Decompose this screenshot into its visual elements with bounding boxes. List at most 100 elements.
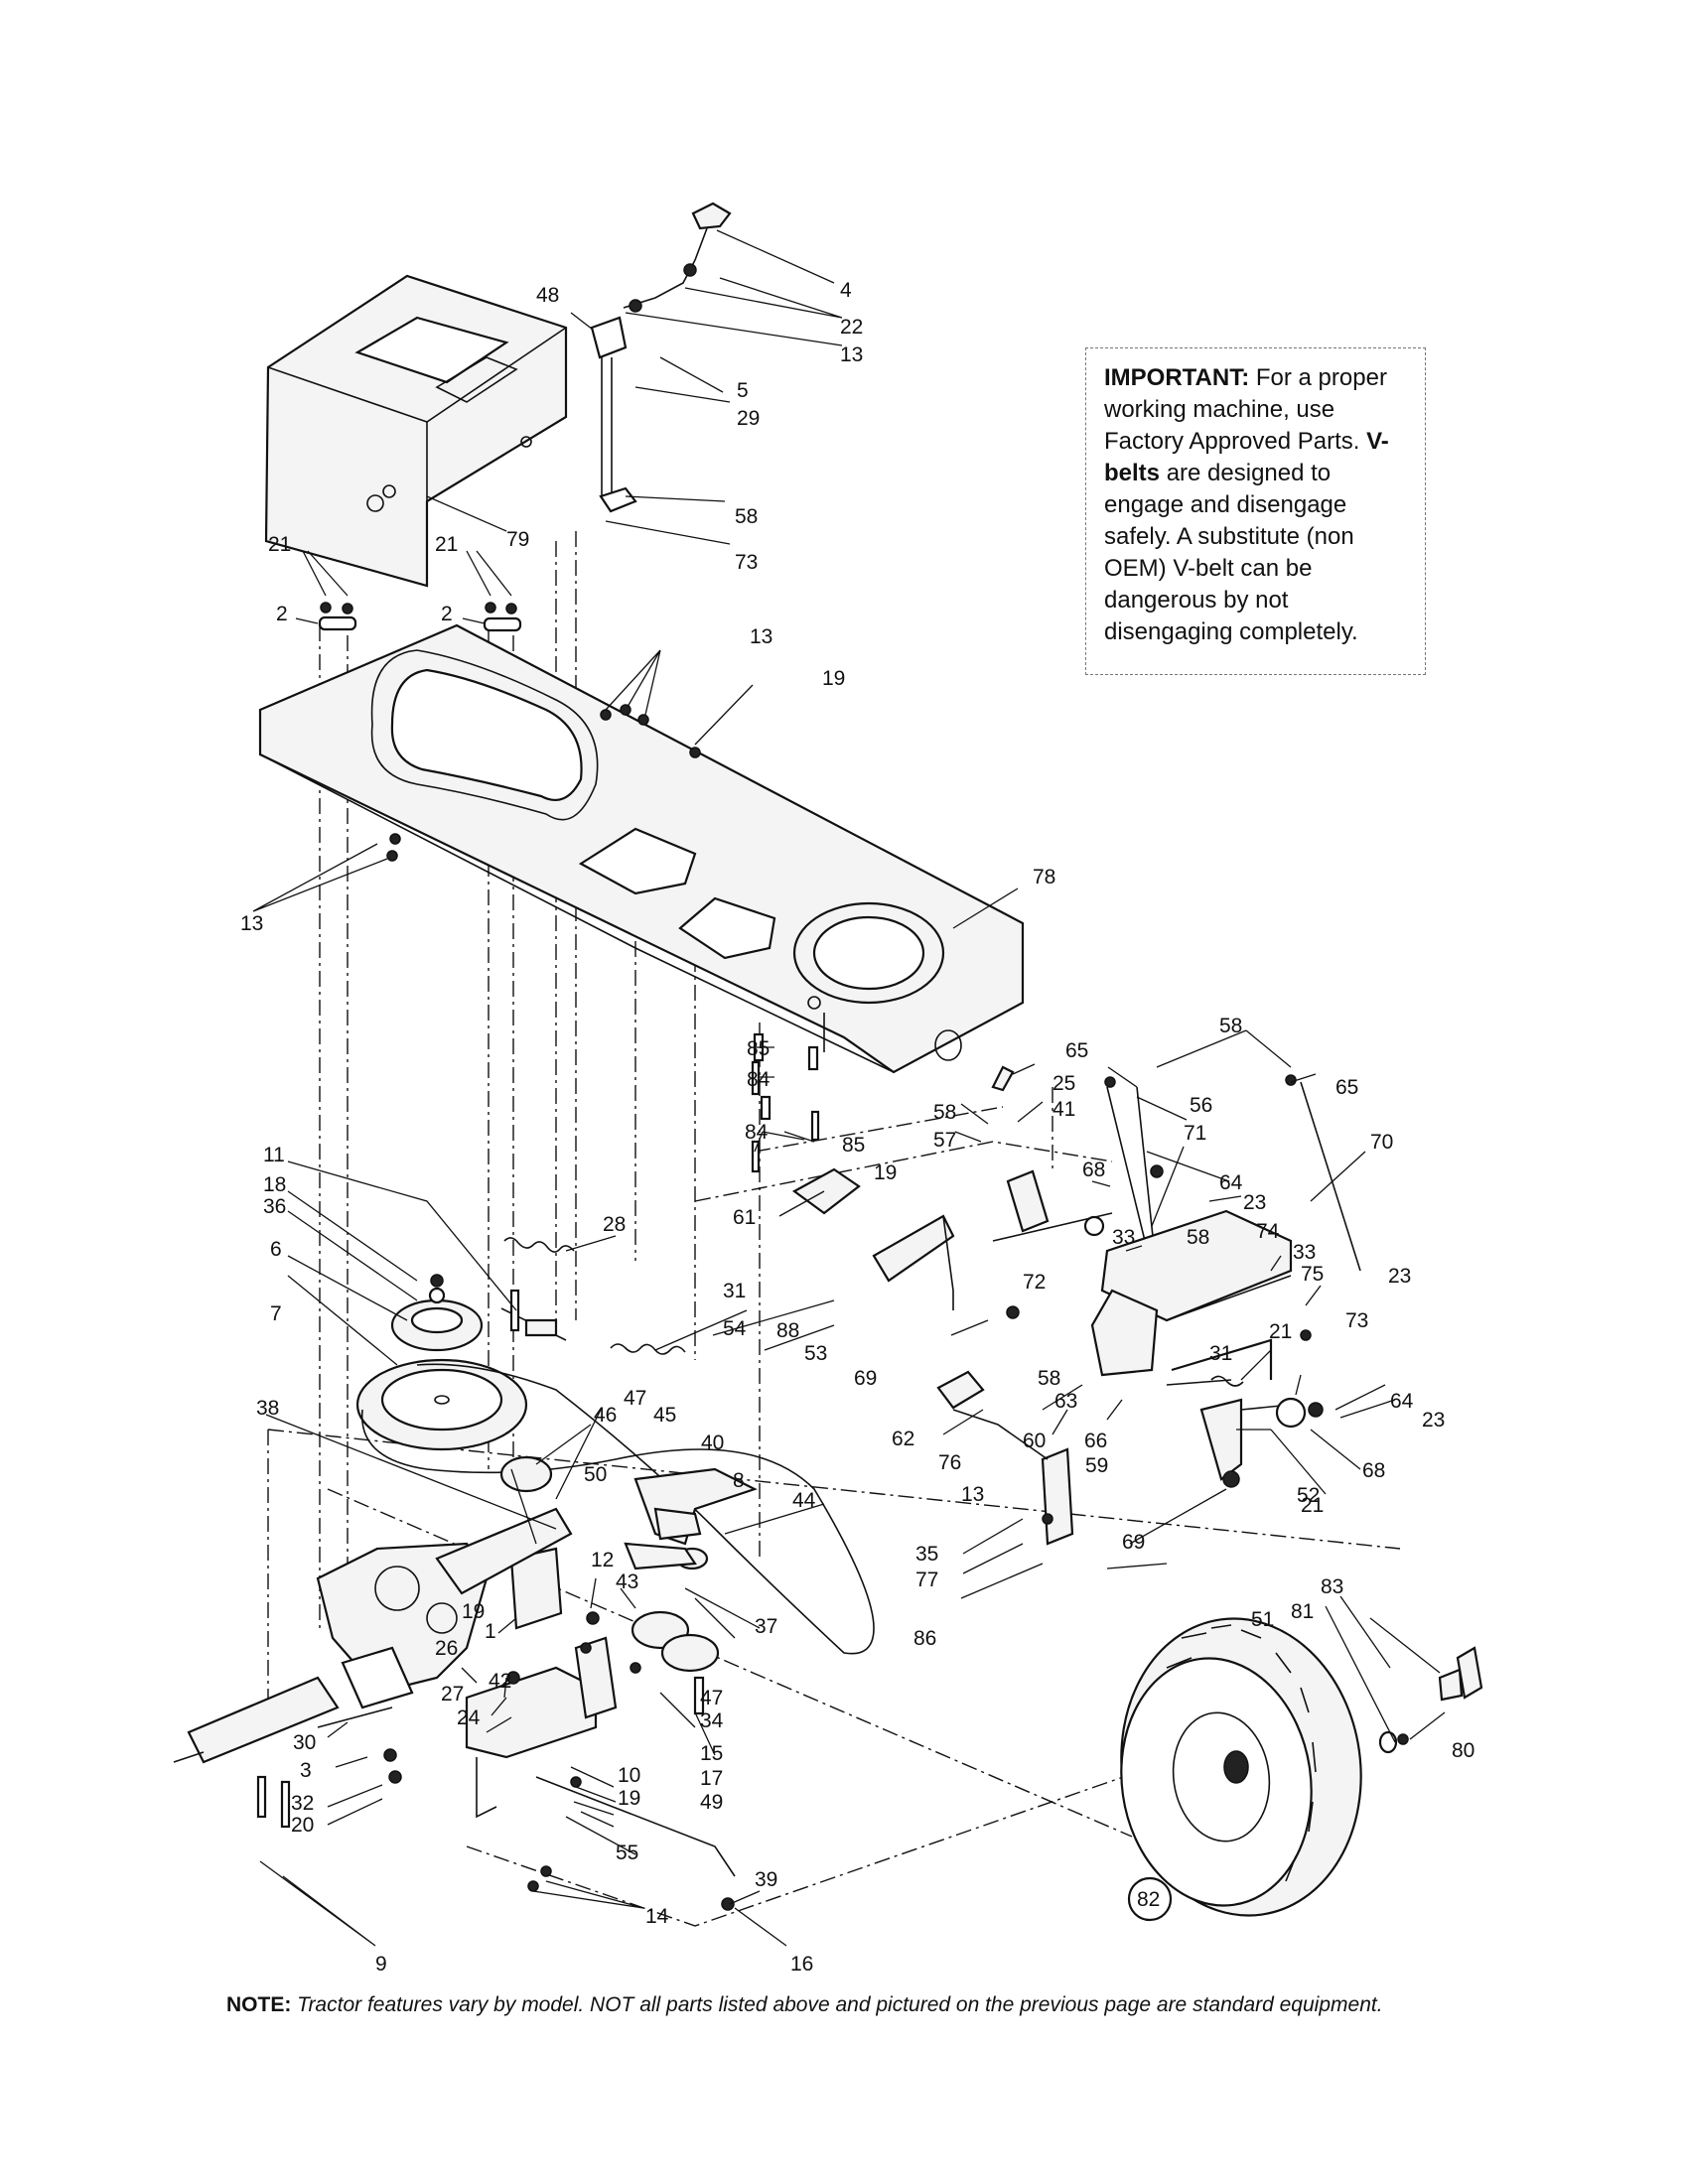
callout-13: 13: [240, 912, 263, 935]
callout-47: 47: [624, 1387, 646, 1410]
callout-11: 11: [263, 1144, 285, 1166]
callout-23: 23: [1388, 1265, 1411, 1288]
callout-84: 84: [745, 1121, 769, 1144]
callout-68: 68: [1362, 1459, 1385, 1482]
pulleys-belt: [355, 1274, 875, 1715]
callout-66: 66: [1084, 1430, 1107, 1452]
callout-55: 55: [616, 1842, 638, 1864]
note-label: NOTE:: [226, 1993, 292, 2016]
callout-75: 75: [1301, 1263, 1324, 1286]
callout-71: 71: [1184, 1122, 1206, 1145]
callout-57: 57: [933, 1129, 956, 1152]
callout-85: 85: [747, 1037, 770, 1060]
callout-45: 45: [653, 1404, 676, 1427]
callout-73: 73: [735, 551, 758, 574]
callout-2: 2: [276, 603, 288, 625]
callout-40: 40: [701, 1432, 724, 1454]
callout-60: 60: [1023, 1430, 1046, 1452]
callout-88: 88: [776, 1319, 799, 1342]
callout-53: 53: [804, 1342, 827, 1365]
callout-13: 13: [750, 625, 772, 648]
note-text: Tractor features vary by model. NOT all …: [297, 1993, 1383, 2016]
callout-51: 51: [1251, 1608, 1274, 1631]
callout-81: 81: [1291, 1600, 1314, 1623]
springs: [503, 1237, 1244, 1387]
callout-47: 47: [700, 1687, 723, 1709]
callout-17: 17: [700, 1767, 723, 1790]
callout-33: 33: [1112, 1226, 1135, 1249]
callout-74: 74: [1256, 1220, 1280, 1243]
callout-31: 31: [723, 1280, 746, 1302]
important-notice-box: IMPORTANT: For a proper working machine,…: [1085, 347, 1426, 675]
callout-10: 10: [618, 1764, 640, 1787]
callout-50: 50: [584, 1463, 607, 1486]
callout-65: 65: [1335, 1076, 1358, 1099]
callout-80: 80: [1452, 1739, 1474, 1762]
alignment-lines: [267, 531, 1401, 1927]
callout-76: 76: [938, 1451, 961, 1474]
callout-1: 1: [485, 1620, 496, 1643]
callout-23: 23: [1422, 1409, 1445, 1432]
callout-64: 64: [1390, 1390, 1414, 1413]
callout-28: 28: [603, 1213, 626, 1236]
callout-12: 12: [591, 1549, 614, 1571]
callout-29: 29: [737, 407, 760, 430]
callout-7: 7: [270, 1302, 282, 1325]
callout-26: 26: [435, 1637, 458, 1660]
callout-23: 23: [1243, 1191, 1266, 1214]
callout-82: 82: [1137, 1888, 1160, 1911]
important-text-2: are designed to engage and disengage saf…: [1104, 460, 1358, 645]
callout-36: 36: [263, 1195, 286, 1218]
callout-21: 21: [1269, 1320, 1292, 1343]
callout-68: 68: [1082, 1159, 1105, 1181]
callout-32: 32: [291, 1792, 314, 1815]
callout-42: 42: [489, 1670, 511, 1693]
callout-73: 73: [1345, 1309, 1368, 1332]
callout-35: 35: [915, 1543, 938, 1566]
callout-58: 58: [735, 505, 758, 528]
callout-85: 85: [842, 1134, 865, 1157]
main-frame: [258, 623, 1025, 1074]
callout-69: 69: [854, 1367, 877, 1390]
callout-4: 4: [840, 279, 852, 302]
callout-19: 19: [822, 667, 845, 690]
callout-41: 41: [1052, 1098, 1075, 1121]
callout-38: 38: [256, 1397, 279, 1420]
callout-61: 61: [733, 1206, 756, 1229]
callout-21: 21: [435, 533, 458, 556]
callout-62: 62: [892, 1428, 914, 1450]
callout-8: 8: [733, 1469, 745, 1492]
hardware-plates: [318, 602, 701, 862]
callout-56: 56: [1190, 1094, 1212, 1117]
callout-58: 58: [1219, 1015, 1242, 1037]
callout-63: 63: [1054, 1390, 1077, 1413]
callout-27: 27: [441, 1683, 464, 1706]
callout-72: 72: [1023, 1271, 1046, 1294]
leader-lines: [252, 229, 1446, 1947]
important-heading: IMPORTANT:: [1104, 364, 1250, 391]
callout-39: 39: [755, 1868, 777, 1891]
important-notice-text: IMPORTANT: For a proper working machine,…: [1104, 362, 1409, 648]
callout-24: 24: [457, 1706, 481, 1729]
callout-58: 58: [933, 1101, 956, 1124]
steering-shaft: [590, 202, 732, 513]
callout-18: 18: [263, 1173, 286, 1196]
callout-52: 52: [1297, 1484, 1320, 1507]
callout-19: 19: [462, 1600, 485, 1623]
callout-13: 13: [961, 1483, 984, 1506]
callout-34: 34: [700, 1709, 724, 1732]
callout-21: 21: [1301, 1494, 1324, 1517]
callout-78: 78: [1033, 866, 1055, 888]
callout-19: 19: [874, 1161, 897, 1184]
callout-30: 30: [293, 1731, 316, 1754]
callout-69: 69: [1122, 1531, 1145, 1554]
callout-49: 49: [700, 1791, 723, 1814]
important-text-1: For a proper working machine, use Factor…: [1104, 364, 1387, 455]
callout-22: 22: [840, 316, 863, 339]
callout-46: 46: [594, 1404, 617, 1427]
callout-3: 3: [300, 1759, 312, 1782]
callout-14: 14: [645, 1905, 669, 1928]
callout-19: 19: [618, 1787, 640, 1810]
callout-54: 54: [723, 1317, 747, 1340]
callout-86: 86: [913, 1627, 936, 1650]
